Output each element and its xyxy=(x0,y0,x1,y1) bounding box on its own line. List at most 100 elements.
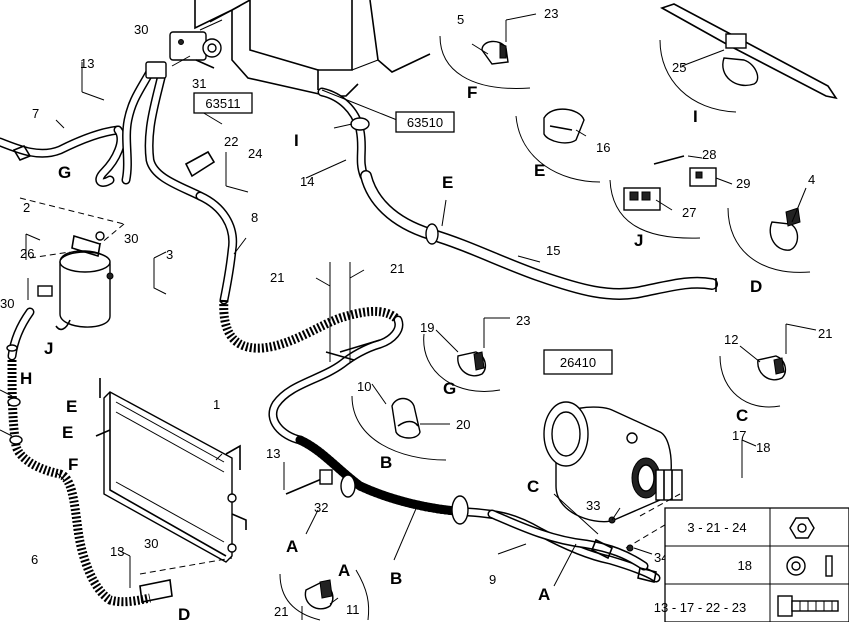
letter-A1: A xyxy=(286,537,298,556)
label-2: 2 xyxy=(23,200,30,215)
legend-row-1-label: 3 - 21 - 24 xyxy=(687,520,746,535)
letter-D2: D xyxy=(178,605,190,622)
clamp-12 xyxy=(757,355,787,381)
label-11: 11 xyxy=(346,602,360,617)
letter-F2: F xyxy=(68,455,78,474)
letter-I1: I xyxy=(294,131,299,150)
bolts-misc xyxy=(195,59,634,552)
clamp-5 xyxy=(481,40,509,65)
label-31: 31 xyxy=(192,76,206,91)
label-13c: 13 xyxy=(110,544,124,559)
label-26: 26 xyxy=(20,246,34,261)
label-9: 9 xyxy=(489,572,496,587)
label-4: 4 xyxy=(808,172,815,187)
letter-D1: D xyxy=(750,277,762,296)
label-33: 33 xyxy=(586,498,600,513)
expansion-valve xyxy=(169,31,222,67)
hose-8 xyxy=(184,150,404,445)
label-18: 18 xyxy=(756,440,770,455)
clip-16 xyxy=(543,108,585,144)
detail-arcs xyxy=(279,35,811,621)
ref-63510-text: 63510 xyxy=(407,115,443,130)
label-30c: 30 xyxy=(0,296,14,311)
label-16: 16 xyxy=(596,140,610,155)
condenser xyxy=(95,378,247,563)
washer-icon xyxy=(786,555,833,577)
clamp-19 xyxy=(457,351,487,377)
letter-C1: C xyxy=(736,406,748,425)
ref-63511-text: 63511 xyxy=(205,96,240,111)
label-24: 24 xyxy=(248,146,262,161)
label-21b: 21 xyxy=(390,261,404,276)
label-29: 29 xyxy=(736,176,750,191)
label-30d: 30 xyxy=(144,536,158,551)
label-7: 7 xyxy=(32,106,39,121)
letter-J2: J xyxy=(634,231,643,250)
letter-G2: G xyxy=(443,379,456,398)
label-17: 17 xyxy=(732,428,746,443)
label-25: 25 xyxy=(672,60,686,75)
hex-nut-icon xyxy=(789,517,815,539)
ref-box-63511: 63511 xyxy=(193,92,253,114)
label-3: 3 xyxy=(166,247,173,262)
connector-28-27-29 xyxy=(623,155,717,211)
hose-6 xyxy=(6,307,233,607)
label-21c: 21 xyxy=(818,326,832,341)
label-6: 6 xyxy=(31,552,38,567)
hose-7 xyxy=(0,125,126,187)
fastener-legend: 3 - 21 - 24 18 13 - 17 - 22 - 23 xyxy=(654,507,849,622)
label-5: 5 xyxy=(457,12,464,27)
detail-letters: A A A B B C C D D E E E E F F G G H I I … xyxy=(20,83,762,622)
cable-tie-25 xyxy=(660,3,838,100)
receiver-drier xyxy=(19,197,125,331)
letter-B2: B xyxy=(390,569,402,588)
letter-E3: E xyxy=(66,397,77,416)
clip-10-20 xyxy=(391,397,421,439)
letter-E1: E xyxy=(534,161,545,180)
ref-box-63510: 63510 xyxy=(395,111,455,133)
letter-F1: F xyxy=(467,83,477,102)
letter-I2: I xyxy=(693,107,698,126)
label-20: 20 xyxy=(456,417,470,432)
label-30b: 30 xyxy=(124,231,138,246)
label-13a: 13 xyxy=(80,56,94,71)
label-10: 10 xyxy=(357,379,371,394)
compressor xyxy=(543,401,691,549)
letter-E4: E xyxy=(62,423,73,442)
label-27: 27 xyxy=(682,205,696,220)
label-12: 12 xyxy=(724,332,738,347)
letter-A2: A xyxy=(338,561,350,580)
label-13b: 13 xyxy=(266,446,280,461)
label-22: 22 xyxy=(224,134,238,149)
letter-A3: A xyxy=(538,585,550,604)
part-number-labels: 1 2 3 4 5 6 7 8 9 10 11 12 13 13 13 14 1… xyxy=(0,6,832,619)
label-21a: 21 xyxy=(270,270,284,285)
letter-E2: E xyxy=(442,173,453,192)
label-14: 14 xyxy=(300,174,314,189)
label-30a: 30 xyxy=(134,22,148,37)
hose-14-15 xyxy=(317,87,718,300)
letter-G1: G xyxy=(58,163,71,182)
label-32: 32 xyxy=(314,500,328,515)
clamp-4 xyxy=(769,207,801,251)
label-19: 19 xyxy=(420,320,434,335)
legend-row-3-label: 13 - 17 - 22 - 23 xyxy=(654,600,747,615)
bolt-icon xyxy=(777,595,839,617)
valve-pipes xyxy=(121,61,205,201)
label-1: 1 xyxy=(213,397,220,412)
legend-row-2-label: 18 xyxy=(738,558,752,573)
letter-J1: J xyxy=(44,339,53,358)
leader-lines xyxy=(0,13,817,620)
ref-26410-text: 26410 xyxy=(560,355,596,370)
letter-H1: H xyxy=(20,369,32,388)
evaporator-housing xyxy=(194,0,431,97)
label-23a: 23 xyxy=(544,6,558,21)
label-28: 28 xyxy=(702,147,716,162)
label-23b: 23 xyxy=(516,313,530,328)
label-21d: 21 xyxy=(274,604,288,619)
letter-C2: C xyxy=(527,477,539,496)
label-15: 15 xyxy=(546,243,560,258)
label-8: 8 xyxy=(251,210,258,225)
clamp-11 xyxy=(304,579,334,610)
